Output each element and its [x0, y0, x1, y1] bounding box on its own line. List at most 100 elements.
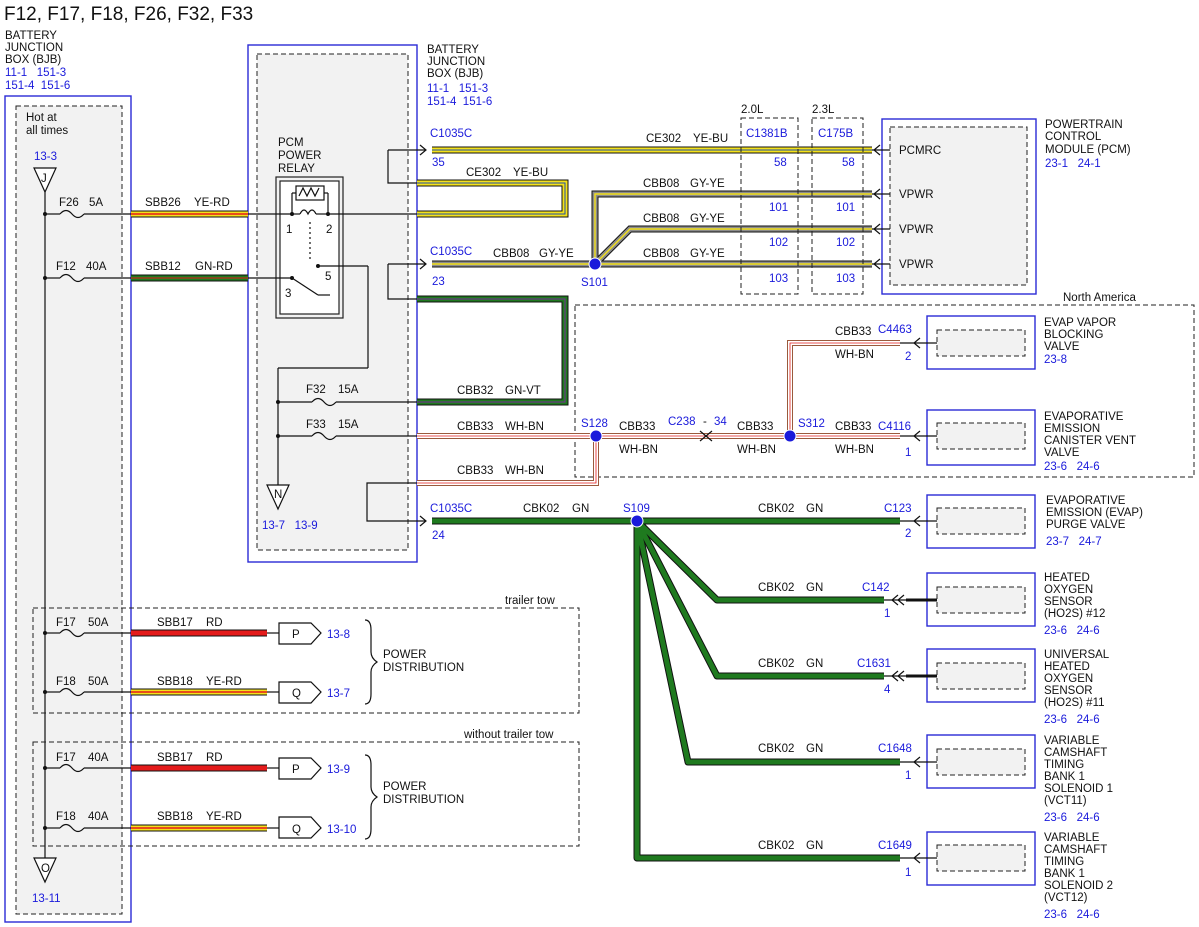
wire-cbk02-c-id: CBK02 [758, 582, 794, 594]
pcm-pin-vpwr-1: VPWR [899, 189, 934, 201]
wire-cbb08-a-id: CBB08 [493, 248, 529, 260]
wire-cbk02-e-color: GN [806, 743, 823, 755]
c4463-pin: 2 [905, 351, 911, 363]
ho2s12-line-3: SENSOR [1044, 596, 1093, 608]
tag-p-b: P [292, 764, 300, 776]
fuse-symbols-left [59, 209, 131, 833]
fuse-f17a-amp: 50A [88, 617, 109, 629]
ho2s11-line-3: OXYGEN [1044, 673, 1093, 685]
n-arrow [266, 484, 290, 511]
vct12-line-3: TIMING [1044, 856, 1084, 868]
tag-p-a: P [292, 629, 300, 641]
tag-q-a-ref: 13-7 [327, 688, 350, 700]
wire-cbb33-a-id: CBB33 [457, 421, 493, 433]
c1035c-24-lead [366, 482, 425, 522]
vct12-refs: 23-6 24-6 [1044, 909, 1100, 921]
c1381b-pins: 58 101 102 103 [769, 157, 788, 285]
wire-sbb12-color: GN-RD [195, 261, 233, 273]
wire-cbb33-e-color: WH-BN [835, 444, 874, 456]
wire-sbb18-b-id: SBB18 [157, 811, 193, 823]
c1631-pin: 4 [884, 684, 891, 696]
power-dist-b-2: DISTRIBUTION [383, 794, 464, 806]
comp-ho2s11 [884, 648, 1036, 703]
fuse-f18b-id: F18 [56, 811, 76, 823]
c175b-pin-101: 101 [836, 202, 855, 214]
ho2s11-line-1: UNIVERSAL [1044, 649, 1110, 661]
relay-pin-5: 5 [325, 271, 331, 283]
bus-top-letter: J [41, 173, 47, 185]
canister-vent-line-1: EVAPORATIVE [1044, 411, 1124, 423]
pcm-refs: 23-1 24-1 [1045, 158, 1101, 170]
fuse-f32-id: F32 [306, 384, 326, 396]
c1381b-box [740, 117, 799, 295]
wire-sbb18-a-id: SBB18 [157, 676, 193, 688]
c1381b-pin-102: 102 [769, 237, 788, 249]
c1035c-35-lead [387, 150, 417, 184]
evap-blocking-refs: 23-8 [1044, 354, 1067, 366]
wire-cbb33-c-id: CBB33 [619, 421, 655, 433]
wire-cbb08-c-id: CBB08 [643, 213, 679, 225]
pcm-pin-pcmrc: PCMRC [899, 145, 941, 157]
c142-label: C142 [862, 582, 890, 594]
c175b-box [811, 117, 864, 295]
canister-vent-line-4: VALVE [1044, 447, 1080, 459]
splice-s128-label: S128 [581, 418, 608, 430]
wire-cbb32-color: GN-VT [505, 385, 541, 397]
bjb-left-line-3: BOX (BJB) [5, 54, 61, 66]
splice-s312-label: S312 [798, 418, 825, 430]
vct11-line-4: BANK 1 [1044, 771, 1085, 783]
brace-b [364, 754, 379, 840]
c1035c-pin-24: 24 [432, 530, 445, 542]
bjb-right-ref-1: 11-1 151-3 [427, 83, 488, 95]
relay-inner [279, 180, 340, 315]
bus-junction-dots [43, 212, 47, 830]
fuse-f18a-id: F18 [56, 676, 76, 688]
engine-23l: 2.3L [812, 104, 835, 116]
fuse-f17a-id: F17 [56, 617, 76, 629]
bjb-right-line-2: JUNCTION [427, 56, 485, 68]
wire-cbk02-a-color: GN [572, 503, 589, 515]
splice-s101-label: S101 [581, 277, 608, 289]
c1381b-pin-101: 101 [769, 202, 788, 214]
ho2s12-line-4: (HO2S) #12 [1044, 608, 1105, 620]
splice-s109 [630, 514, 644, 528]
vct11-line-6: (VCT11) [1044, 795, 1087, 807]
evap-blocking-line-1: EVAP VAPOR [1044, 317, 1116, 329]
bjb-left-ref-1: 11-1 151-3 [5, 67, 66, 79]
comp-vct12 [900, 831, 1036, 886]
wire-cbk02-f-id: CBK02 [758, 840, 794, 852]
region-trailer-tow [32, 607, 580, 714]
pcm-pin-arrows [872, 144, 890, 270]
bjb-right-label: BATTERY JUNCTION BOX (BJB) 11-1 151-3 15… [427, 44, 492, 108]
c238-pin-right [699, 430, 707, 442]
hot-note-1: Hot at [26, 112, 57, 124]
wire-cbb33-a-color: WH-BN [505, 421, 544, 433]
vct11-line-2: CAMSHAFT [1044, 747, 1107, 759]
hot-note-2: all times [26, 125, 68, 137]
bus-bottom-ref: 13-11 [32, 893, 61, 905]
vct12-line-2: CAMSHAFT [1044, 844, 1107, 856]
fuse-symbols-right [278, 397, 417, 441]
wire-cbb32 [417, 295, 569, 406]
fuse-f26-amp: 5A [89, 197, 103, 209]
wire-cbb32-id: CBB32 [457, 385, 493, 397]
pcm-pin-vpwr-3: VPWR [899, 259, 934, 271]
wire-sbb18-a-color: YE-RD [206, 676, 242, 688]
ho2s11-line-5: (HO2S) #11 [1044, 697, 1105, 709]
vct12-line-4: BANK 1 [1044, 868, 1085, 880]
evap-blocking-line-2: BLOCKING [1044, 329, 1103, 341]
page-title: F12, F17, F18, F26, F32, F33 [4, 4, 253, 25]
n-refs: 13-7 13-9 [262, 520, 318, 532]
splice-s128 [589, 429, 603, 443]
brace-a [364, 619, 379, 705]
wire-cbb33-f-id: CBB33 [835, 326, 871, 338]
c175b-label: C175B [818, 128, 853, 140]
pcm-line-1: POWERTRAIN [1045, 119, 1123, 131]
fuse-f26-id: F26 [59, 197, 79, 209]
vct11-line-3: TIMING [1044, 759, 1084, 771]
region-north-america-label: North America [1063, 292, 1136, 304]
comp-purge-valve [900, 494, 1036, 549]
region-without-trailer-tow [32, 741, 580, 847]
wire-cbb33-f-color: WH-BN [835, 349, 874, 361]
